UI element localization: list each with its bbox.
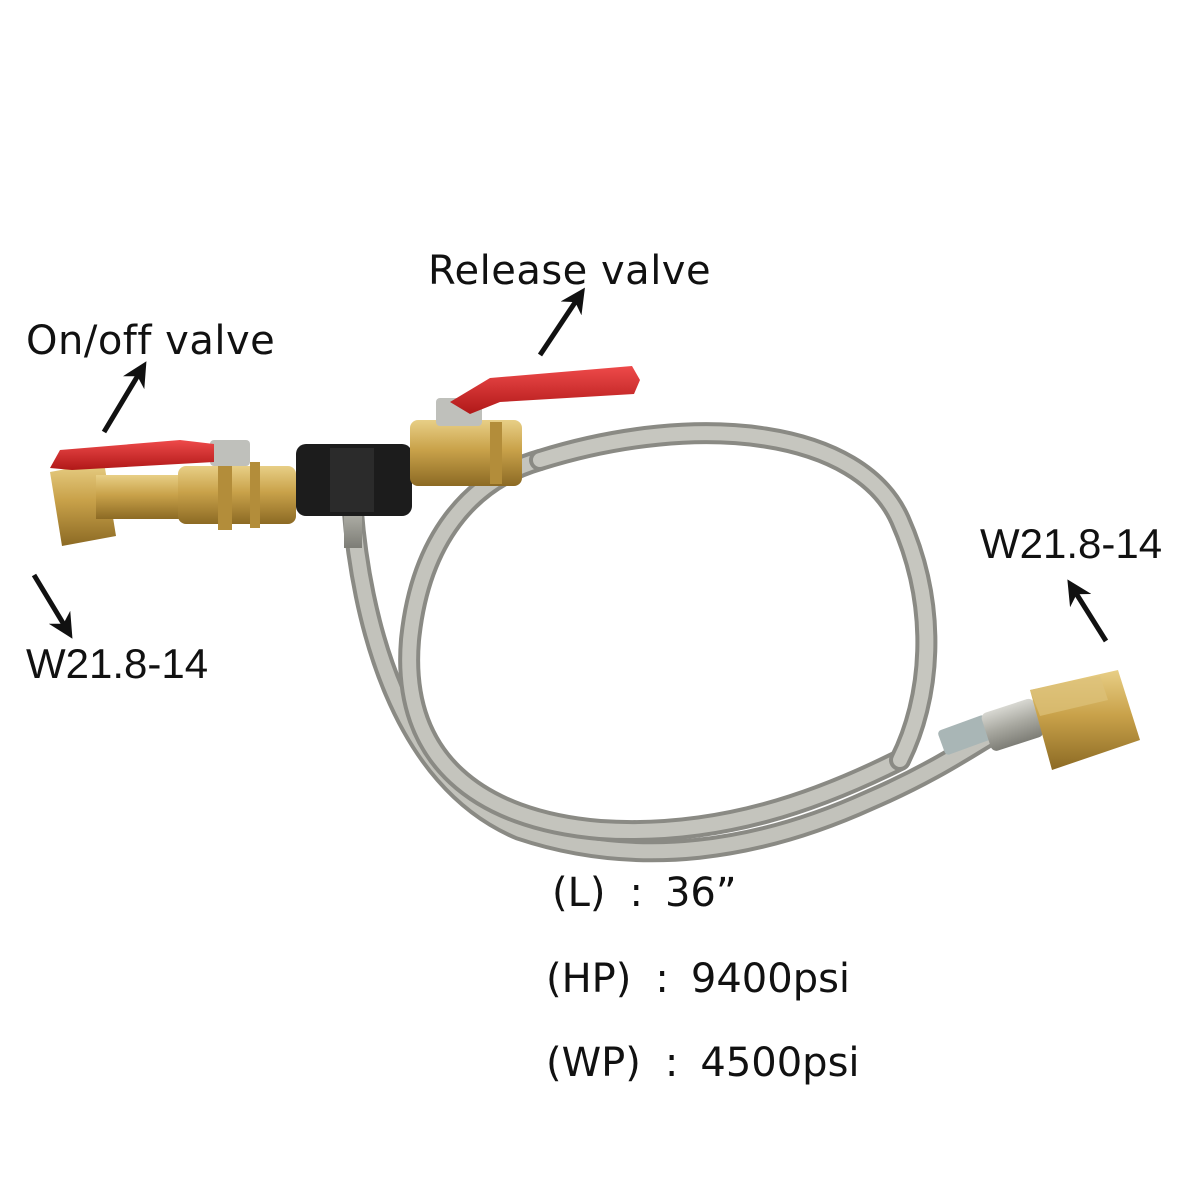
braided-hose xyxy=(341,422,1011,863)
on-off-valve-handle xyxy=(50,440,214,470)
on-off-valve-label: On/off valve xyxy=(26,318,276,364)
spec-value: 4500psi xyxy=(700,1040,860,1086)
on-off-valve-body xyxy=(178,440,296,530)
spec-key: (WP) xyxy=(546,1040,641,1086)
spec-burst-pressure: (HP):9400psi xyxy=(546,956,850,1002)
spec-separator: : xyxy=(629,870,643,916)
arrow-up-left-icon xyxy=(1067,579,1109,643)
spec-key: (L) xyxy=(552,870,606,916)
right-thread-spec-label: W21.8-14 xyxy=(980,520,1163,567)
spec-working-pressure: (WP):4500psi xyxy=(546,1040,860,1086)
annotation-arrows xyxy=(31,287,1109,643)
arrow-up-right-icon xyxy=(101,361,147,434)
left-thread-spec-label: W21.8-14 xyxy=(26,640,209,687)
spec-key: (HP) xyxy=(546,956,632,1002)
spec-value: 9400psi xyxy=(690,956,851,1002)
arrow-up-right-icon xyxy=(537,287,585,357)
arrow-down-right-icon xyxy=(31,573,73,639)
spec-separator: : xyxy=(655,956,669,1002)
spec-separator: : xyxy=(664,1040,679,1086)
spec-length: (L):36” xyxy=(552,870,737,916)
left-brass-nut xyxy=(50,462,186,546)
release-valve-handle xyxy=(450,366,640,414)
right-end-fitting xyxy=(938,670,1140,770)
spec-value: 36” xyxy=(664,870,737,916)
release-valve-label: Release valve xyxy=(428,248,712,294)
